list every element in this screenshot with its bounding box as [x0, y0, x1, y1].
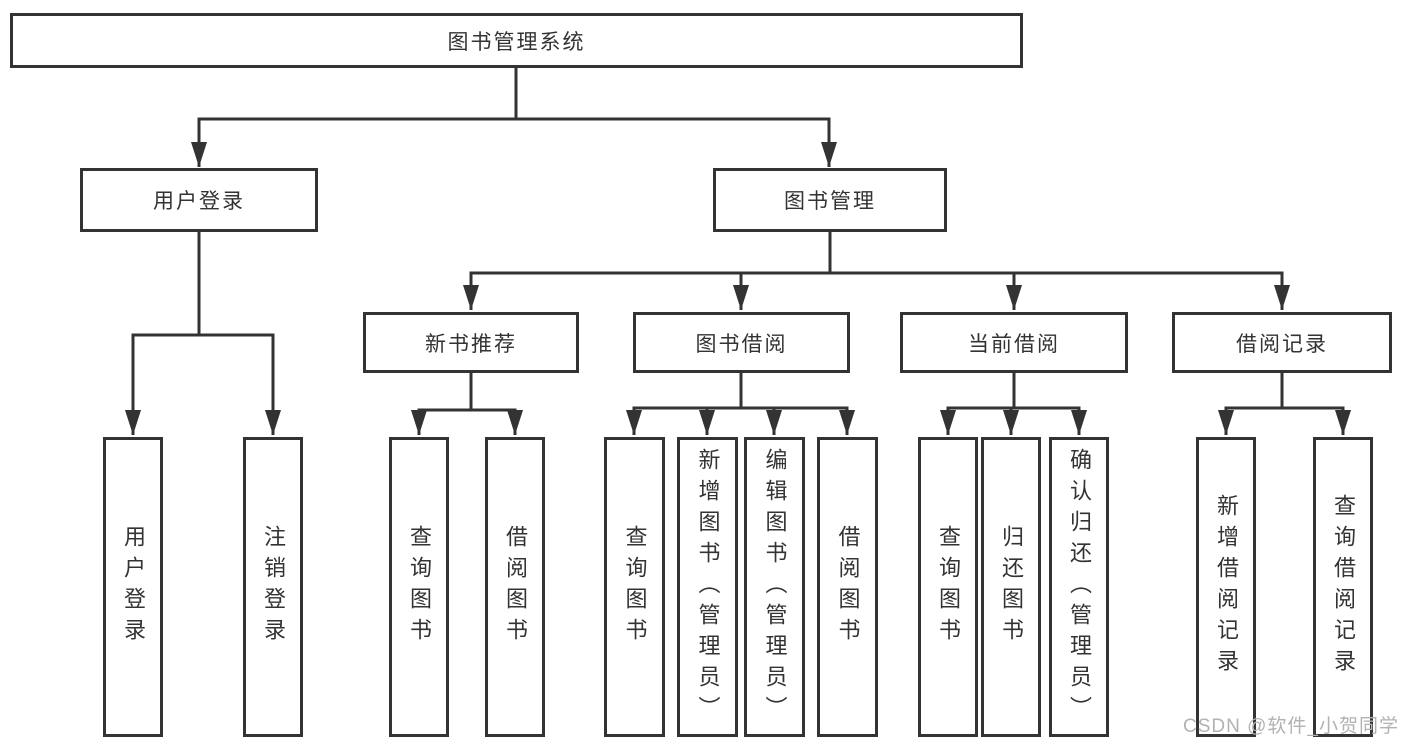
leaf-borrow-books-2: 借阅图书 [817, 437, 878, 737]
node-current-borrow: 当前借阅 [900, 312, 1128, 373]
leaf-return-book: 归还图书 [981, 437, 1041, 737]
node-book-borrow-label: 图书借阅 [695, 332, 788, 356]
node-root-label: 图书管理系统 [447, 30, 586, 54]
leaf-logout: 注销登录 [243, 437, 303, 737]
connector-book-management [463, 232, 1290, 310]
leaf-borrow-books-1: 借阅图书 [485, 437, 545, 737]
csdn-watermark: CSDN @软件_小贺同学 [1183, 716, 1399, 737]
node-borrow-records: 借阅记录 [1172, 312, 1392, 373]
leaf-borrow-books-2-label: 借阅图书 [835, 525, 861, 649]
leaf-user-login: 用户登录 [103, 437, 163, 737]
node-borrow-records-label: 借阅记录 [1236, 332, 1328, 356]
leaf-return-book-label: 归还图书 [999, 525, 1024, 649]
node-book-borrow: 图书借阅 [633, 312, 850, 373]
leaf-logout-label: 注销登录 [261, 525, 286, 649]
node-current-borrow-label: 当前借阅 [968, 332, 1060, 356]
leaf-confirm-return-admin-label: 确认归还（管理员） [1067, 447, 1092, 727]
leaf-query-books-2-label: 查询图书 [622, 525, 648, 649]
leaf-query-books-3-label: 查询图书 [936, 525, 961, 649]
leaf-add-book-admin-label: 新增图书（管理员） [695, 447, 721, 727]
node-user-login-label: 用户登录 [153, 190, 245, 213]
leaf-query-borrow-record-label: 查询借阅记录 [1331, 494, 1356, 680]
leaf-query-books-1: 查询图书 [389, 437, 449, 737]
leaf-confirm-return-admin: 确认归还（管理员） [1049, 437, 1109, 737]
connector-user-login [125, 232, 281, 435]
connector-borrow-records [1218, 373, 1351, 435]
leaf-edit-book-admin: 编辑图书（管理员） [744, 437, 805, 737]
connector-book-borrow [626, 373, 855, 435]
leaf-borrow-books-1-label: 借阅图书 [503, 525, 528, 649]
connector-root [191, 68, 837, 167]
leaf-user-login-label: 用户登录 [121, 525, 146, 649]
leaf-add-borrow-record: 新增借阅记录 [1196, 437, 1256, 737]
leaf-query-books-2: 查询图书 [604, 437, 665, 737]
leaf-query-books-3: 查询图书 [918, 437, 978, 737]
leaf-edit-book-admin-label: 编辑图书（管理员） [762, 447, 788, 727]
connector-new-book-recommend [411, 373, 523, 435]
leaf-query-books-1-label: 查询图书 [407, 525, 432, 649]
node-new-book-recommend: 新书推荐 [363, 312, 579, 373]
leaf-add-book-admin: 新增图书（管理员） [677, 437, 738, 737]
connector-current-borrow [940, 373, 1087, 435]
node-root: 图书管理系统 [10, 13, 1023, 68]
node-user-login: 用户登录 [80, 168, 318, 232]
leaf-query-borrow-record: 查询借阅记录 [1313, 437, 1373, 737]
node-new-book-recommend-label: 新书推荐 [425, 332, 517, 356]
node-book-management-label: 图书管理 [784, 190, 876, 213]
node-book-management: 图书管理 [713, 168, 947, 232]
leaf-add-borrow-record-label: 新增借阅记录 [1214, 494, 1239, 680]
